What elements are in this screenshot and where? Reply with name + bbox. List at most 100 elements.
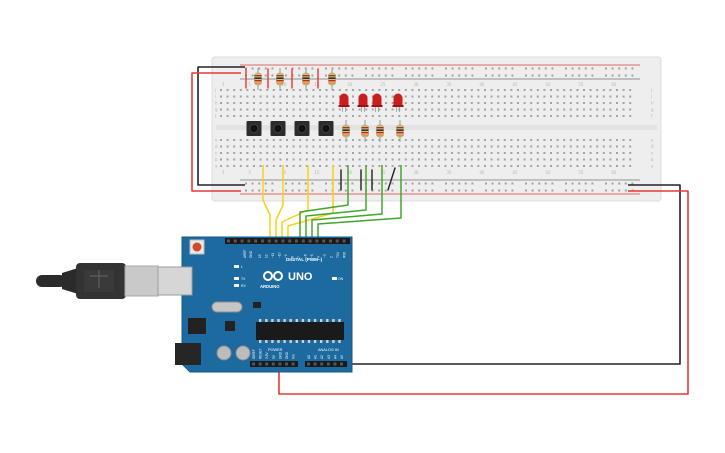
breadboard-hole: [253, 139, 255, 141]
breadboard-hole: [279, 152, 282, 154]
breadboard[interactable]: 1155101015152020252530303535404045455050…: [211, 56, 662, 202]
breadboard-hole: [418, 152, 420, 154]
breadboard-hole: [470, 102, 473, 104]
breadboard-hole: [490, 145, 493, 148]
breadboard-hole: [398, 152, 401, 154]
breadboard-hole: [352, 139, 354, 141]
rail-hole: [391, 74, 394, 77]
breadboard-hole: [517, 108, 519, 111]
breadboard-hole: [345, 165, 348, 167]
rail-hole: [485, 182, 487, 185]
rail-hole: [271, 74, 274, 77]
digital-pin-label: 2: [330, 256, 334, 258]
rail-hole: [264, 189, 267, 192]
breadboard-hole: [517, 145, 519, 148]
column-number-bottom: 10: [281, 170, 287, 175]
breadboard-hole: [503, 108, 506, 111]
rail-hole: [565, 182, 567, 185]
breadboard-hole: [503, 139, 506, 141]
breadboard-hole: [352, 152, 354, 154]
breadboard-hole: [272, 139, 275, 141]
resistor: [276, 68, 284, 90]
rail-hole: [491, 182, 494, 185]
rail-hole: [311, 74, 314, 77]
breadboard-hole: [477, 108, 480, 111]
arduino-logo-icon: [263, 271, 283, 281]
rail-hole: [304, 189, 307, 192]
breadboard-hole: [523, 152, 526, 154]
push-button[interactable]: [246, 121, 262, 136]
breadboard-hole: [411, 145, 414, 148]
rail-hole: [411, 74, 414, 77]
breadboard-hole: [418, 165, 420, 167]
breadboard-hole: [589, 102, 592, 104]
rail-hole: [605, 74, 607, 77]
push-button[interactable]: [318, 121, 334, 136]
breadboard-hole: [490, 115, 493, 117]
rail-hole: [618, 67, 621, 70]
rail-hole: [431, 182, 434, 185]
breadboard-hole: [490, 108, 493, 111]
push-button[interactable]: [294, 121, 310, 136]
rail-hole: [591, 182, 594, 185]
breadboard-hole: [530, 95, 533, 98]
rail-hole: [418, 189, 421, 192]
rail-hole: [485, 67, 487, 70]
analog-header[interactable]: [305, 361, 347, 367]
digital-pin-label: RX0: [343, 252, 347, 258]
breadboard-hole: [563, 139, 566, 141]
breadboard-hole: [470, 89, 473, 91]
breadboard-hole: [319, 115, 321, 117]
push-button[interactable]: [270, 121, 286, 136]
breadboard-hole: [385, 152, 387, 154]
breadboard-hole: [569, 115, 572, 117]
breadboard-hole: [616, 158, 618, 161]
row-letter: f: [651, 114, 653, 119]
breadboard-hole: [622, 95, 625, 98]
digital-header[interactable]: [225, 238, 350, 244]
breadboard-hole: [305, 95, 308, 98]
breadboard-hole: [616, 139, 618, 141]
reset-button[interactable]: [192, 242, 202, 252]
rail-hole: [531, 189, 534, 192]
rail-hole: [245, 189, 247, 192]
rail-hole: [511, 67, 514, 70]
rail-hole: [511, 182, 514, 185]
breadboard-hole: [391, 95, 394, 98]
breadboard-hole: [233, 89, 236, 91]
rail-hole: [498, 182, 501, 185]
rail-hole: [251, 189, 254, 192]
breadboard-hole: [418, 89, 420, 91]
breadboard-hole: [431, 89, 434, 91]
breadboard-hole: [470, 115, 473, 117]
breadboard-hole: [602, 89, 605, 91]
breadboard-hole: [464, 145, 467, 148]
breadboard-hole: [365, 139, 368, 141]
rail-hole: [618, 182, 621, 185]
breadboard-hole: [319, 152, 321, 154]
breadboard-hole: [490, 158, 493, 161]
breadboard-hole: [431, 95, 434, 98]
breadboard-hole: [286, 108, 288, 111]
breadboard-hole: [299, 165, 302, 167]
breadboard-hole: [523, 139, 526, 141]
breadboard-hole: [451, 165, 453, 167]
rail-hole: [445, 74, 447, 77]
rail-hole: [491, 67, 494, 70]
digital-pin-label: TX1: [336, 252, 340, 258]
breadboard-hole: [338, 115, 341, 117]
breadboard-hole: [569, 89, 572, 91]
breadboard-hole: [530, 108, 533, 111]
breadboard-hole: [556, 95, 559, 98]
rail-hole: [544, 67, 547, 70]
rail-hole: [471, 74, 474, 77]
breadboard-hole: [385, 95, 387, 98]
column-number-bottom: 1: [222, 170, 225, 175]
breadboard-hole: [510, 115, 513, 117]
breadboard-hole: [233, 145, 236, 148]
breadboard-hole: [246, 165, 249, 167]
breadboard-hole: [279, 102, 282, 104]
breadboard-hole: [299, 139, 302, 141]
breadboard-hole: [404, 108, 407, 111]
